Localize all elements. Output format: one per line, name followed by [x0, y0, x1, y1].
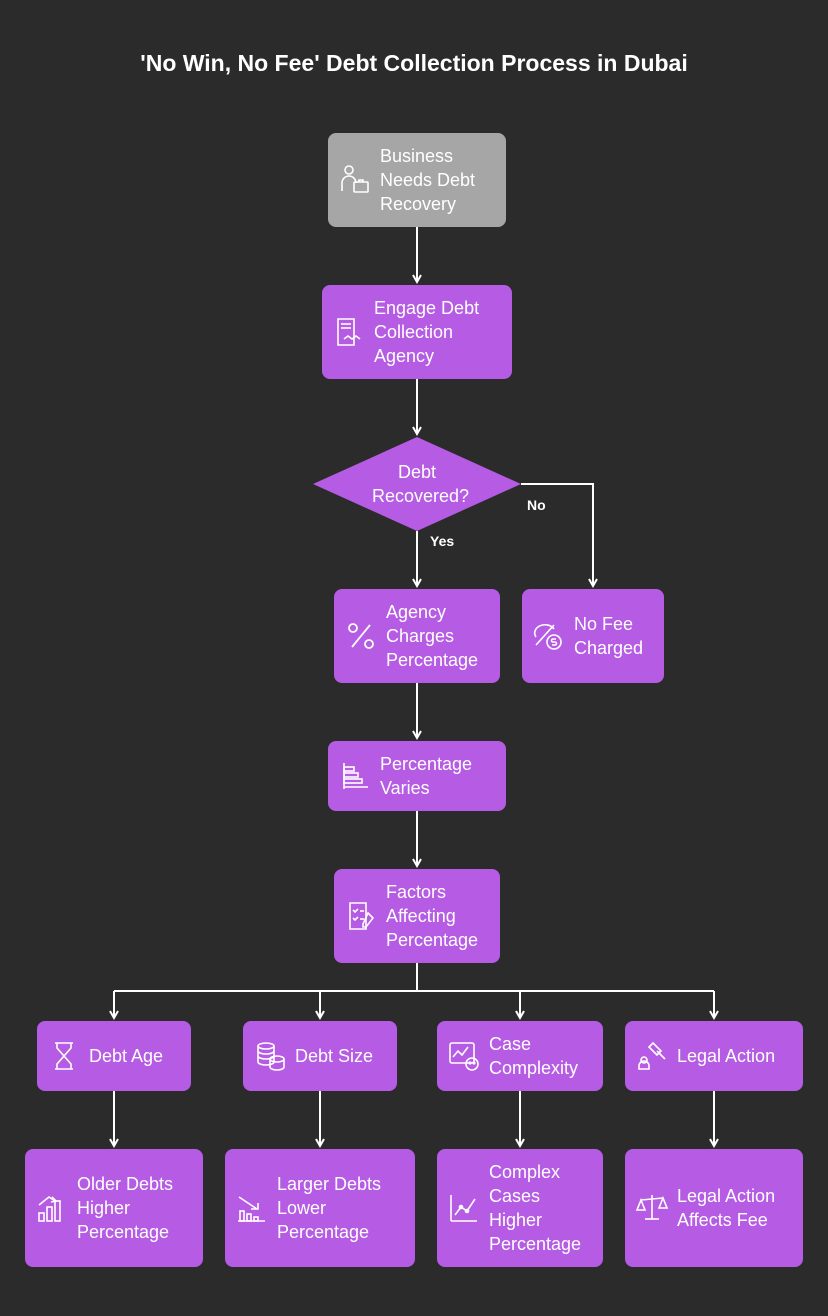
node-no-fee-charged: No Fee Charged: [522, 589, 664, 683]
falling-bars-icon: [235, 1191, 269, 1225]
node-larger-debts-lower-percentage: Larger Debts Lower Percentage: [225, 1149, 415, 1267]
rising-bars-icon: [35, 1191, 69, 1225]
businessman-briefcase-icon: [338, 163, 372, 197]
node-older-debts-higher-percentage: Older Debts Higher Percentage: [25, 1149, 203, 1267]
percent-icon: [344, 619, 378, 653]
node-legal-action-affects-fee: Legal Action Affects Fee: [625, 1149, 803, 1267]
node-label: Percentage Varies: [380, 754, 473, 798]
contract-handshake-icon: [332, 315, 366, 349]
edge-label-no: No: [527, 497, 546, 513]
node-label: No Fee Charged: [574, 614, 644, 658]
node-label: Debt Age: [89, 1046, 164, 1066]
bar-chart-horizontal-icon: [338, 759, 372, 793]
node-label: Legal Action: [677, 1046, 776, 1066]
node-factors-affecting-percentage: Factors Affecting Percentage: [334, 869, 500, 963]
node-engage-debt-collection-agency: Engage Debt Collection Agency: [322, 285, 512, 379]
node-label: Legal Action Affects Fee: [677, 1186, 776, 1230]
node-percentage-varies: Percentage Varies: [328, 741, 506, 811]
node-label: Business Needs Debt Recovery: [380, 146, 476, 214]
no-fee-coin-icon: [532, 619, 566, 653]
node-label: Debt Size: [295, 1046, 374, 1066]
scales-icon: [635, 1191, 669, 1225]
node-label: Factors Affecting Percentage: [386, 882, 479, 950]
node-legal-action: Legal Action: [625, 1021, 803, 1091]
hourglass-icon: [47, 1039, 81, 1073]
node-business-needs-debt-recovery: Business Needs Debt Recovery: [328, 133, 506, 227]
node-label: Older Debts Higher Percentage: [77, 1174, 174, 1242]
node-label: Complex Cases Higher Percentage: [489, 1162, 582, 1254]
node-debt-age: Debt Age: [37, 1021, 191, 1091]
node-label: Larger Debts Lower Percentage: [277, 1174, 382, 1242]
complex-chart-icon: [447, 1039, 481, 1073]
checklist-pen-icon: [344, 899, 378, 933]
node-label: Engage Debt Collection Agency: [374, 298, 480, 366]
node-label: Agency Charges Percentage: [386, 602, 479, 670]
node-agency-charges-percentage: Agency Charges Percentage: [334, 589, 500, 683]
node-label: Case Complexity: [489, 1034, 579, 1078]
decision-label: Debt Recovered?: [372, 462, 470, 506]
node-complex-cases-higher-percentage: Complex Cases Higher Percentage: [437, 1149, 603, 1267]
line-graph-icon: [447, 1191, 481, 1225]
page-title: 'No Win, No Fee' Debt Collection Process…: [140, 50, 688, 76]
node-debt-size: Debt Size: [243, 1021, 397, 1091]
gavel-icon: [635, 1039, 669, 1073]
decision-diamond: [313, 437, 521, 531]
edge-label-yes: Yes: [430, 533, 455, 549]
coin-stack-icon: [253, 1039, 287, 1073]
node-case-complexity: Case Complexity: [437, 1021, 603, 1091]
